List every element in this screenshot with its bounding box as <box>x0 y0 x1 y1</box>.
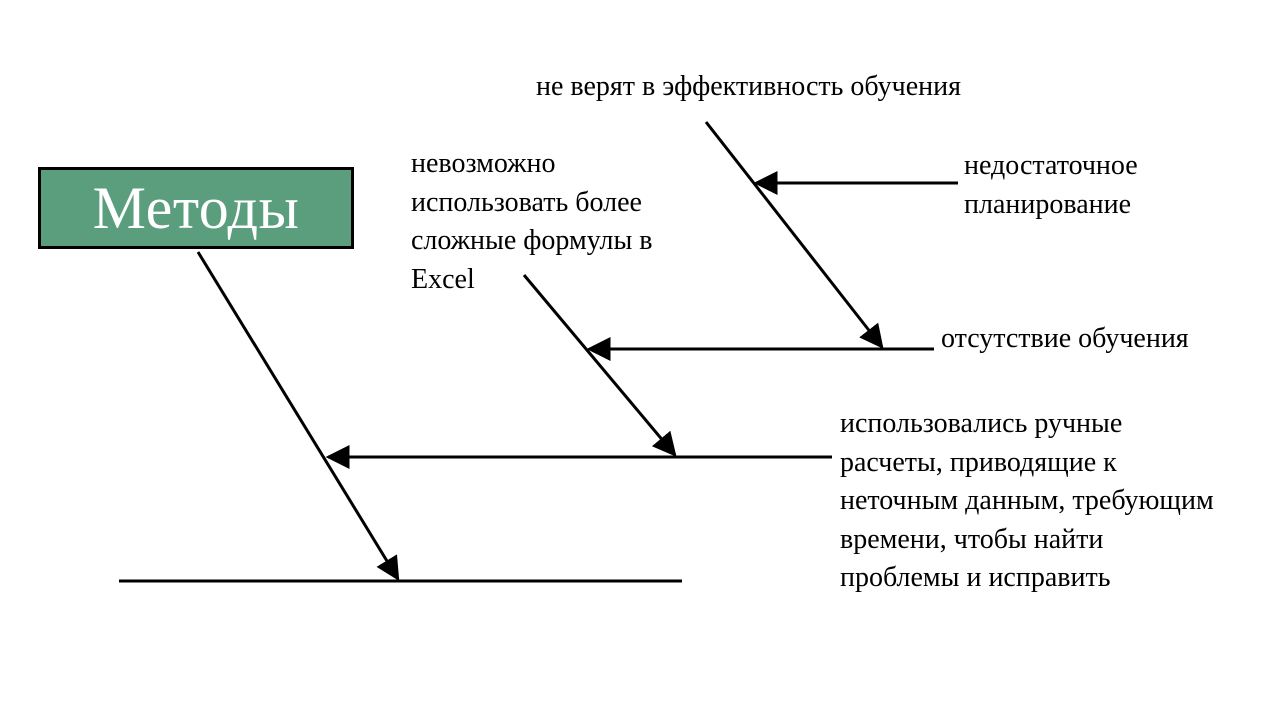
cause-label-belief: не верят в эффективность обучения <box>536 71 961 102</box>
cause-label-formulas: невозможно использовать более сложные фо… <box>411 148 653 295</box>
main-bone-arrow <box>196 251 400 582</box>
cause-label-planning: недостаточное планирование <box>964 150 1138 220</box>
category-box: Методы <box>38 167 354 249</box>
cause-label-training: отсутствие обучения <box>941 323 1189 354</box>
belief-arrow <box>704 121 884 349</box>
cause-label-manual-calc: использовались ручные расчеты, приводящи… <box>840 408 1214 593</box>
category-title: Методы <box>92 175 300 241</box>
formulas-arrow <box>522 274 677 457</box>
